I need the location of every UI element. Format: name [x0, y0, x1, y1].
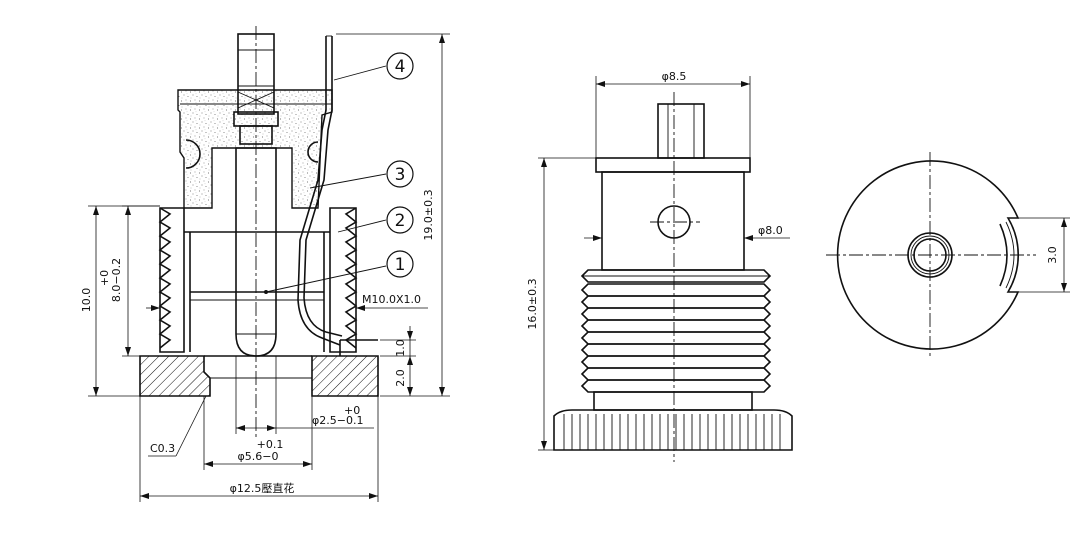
dim-overall-height: 19.0±0.3 — [422, 189, 435, 240]
dim-flange-gap: 1.0 — [394, 339, 407, 357]
dim-pin-diameter: φ2.5−0.1 — [312, 414, 363, 427]
neck — [593, 391, 753, 411]
dim-flange-thickness: 2.0 — [394, 369, 407, 387]
thread-ridge — [580, 379, 772, 393]
dim-body-diameter: φ8.0 — [758, 224, 783, 237]
thread-stack — [580, 283, 772, 393]
flange-right — [311, 355, 379, 397]
thread-ridge — [580, 367, 772, 381]
thread-ridge — [580, 295, 772, 309]
thread-ridge — [580, 331, 772, 345]
thread-ridge — [580, 307, 772, 321]
thread-ridge — [580, 343, 772, 357]
body — [601, 171, 745, 271]
dim-thread-length: 8.0−0.2 — [110, 258, 123, 302]
knurl-lines — [563, 414, 781, 450]
flange-left — [139, 355, 211, 397]
dim-pin-diameter-tol: +0 — [344, 404, 360, 417]
spring-contact — [297, 36, 341, 346]
knurl — [553, 409, 793, 451]
side-view: φ8.5 φ8.0 16.0±0.3 — [526, 70, 793, 462]
end-outline — [836, 160, 1020, 350]
thread-teeth-left — [158, 207, 172, 349]
dim-chamfer: C0.3 — [150, 442, 175, 455]
dim-bore-diameter-tol: +0.1 — [257, 438, 284, 451]
balloon-3: 3 — [386, 160, 414, 188]
side-threads — [580, 269, 772, 283]
right-notch — [307, 141, 319, 163]
balloon-2-label: 2 — [395, 211, 406, 231]
collar — [595, 157, 751, 173]
thread-ridge — [580, 319, 772, 333]
dim-slot: 3.0 — [1046, 246, 1059, 264]
dim-top-diameter: φ8.5 — [662, 70, 687, 83]
dim-knurl-diameter: φ12.5壓直花 — [230, 481, 295, 495]
dim-thread: M10.0X1.0 — [362, 293, 421, 306]
dim-body-height: 10.0 — [80, 288, 93, 313]
threaded-body-left — [159, 207, 185, 353]
balloon-4: 4 — [386, 52, 414, 80]
balloon-1: 1 — [386, 250, 414, 278]
left-notch — [185, 139, 201, 169]
thread-ridge — [580, 355, 772, 369]
dim-thread-length-tol: +0 — [98, 270, 111, 286]
dim-side-height: 16.0±0.3 — [526, 278, 539, 329]
top-pin — [657, 103, 705, 159]
threaded-body-right — [329, 207, 357, 353]
balloon-1-label: 1 — [395, 255, 406, 275]
dim-bore-diameter: φ5.6−0 — [238, 450, 279, 463]
insulator — [177, 89, 333, 209]
thread-teeth-right — [344, 207, 358, 349]
section-view: 4 3 2 1 19.0±0.3 10.0 — [80, 26, 450, 502]
balloon-3-label: 3 — [395, 165, 406, 185]
balloon-2: 2 — [386, 206, 414, 234]
balloon-4-label: 4 — [395, 57, 406, 77]
end-view: 3.0 — [826, 152, 1070, 358]
thread-ridge — [580, 283, 772, 297]
